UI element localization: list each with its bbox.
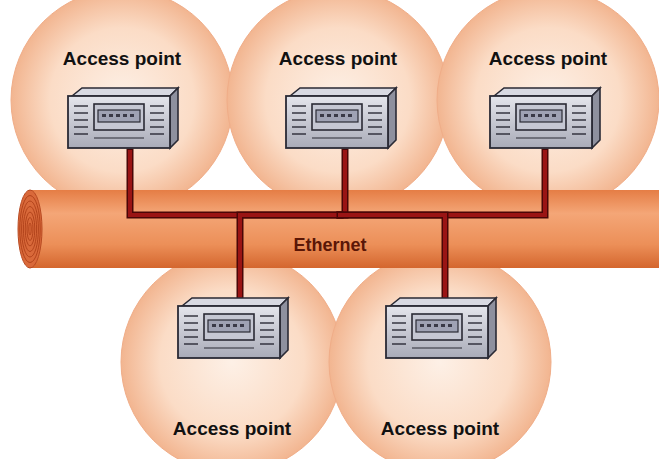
coverage-circle: Access point (10, 0, 234, 212)
access-point-device (490, 88, 600, 148)
access-point-device (386, 298, 496, 358)
node-label: Access point (32, 48, 212, 70)
node-label: Access point (458, 48, 638, 70)
node-label: Access point (248, 48, 428, 70)
coverage-circle: Access point (328, 250, 552, 459)
circle-outline (226, 0, 450, 212)
coverage-circle: Access point (436, 0, 659, 212)
cable-outline (18, 190, 659, 268)
node-label: Access point (142, 418, 322, 440)
circle-outline (10, 0, 234, 212)
band-label: Ethernet (250, 234, 410, 256)
ethernet-band: Ethernet (18, 190, 659, 268)
coverage-circle: Access point (226, 0, 450, 212)
coverage-circle: Access point (120, 250, 344, 459)
circle-outline (436, 0, 659, 212)
access-point-device (286, 88, 396, 148)
access-point-device (68, 88, 178, 148)
access-point-device (178, 298, 288, 358)
node-label: Access point (350, 418, 530, 440)
